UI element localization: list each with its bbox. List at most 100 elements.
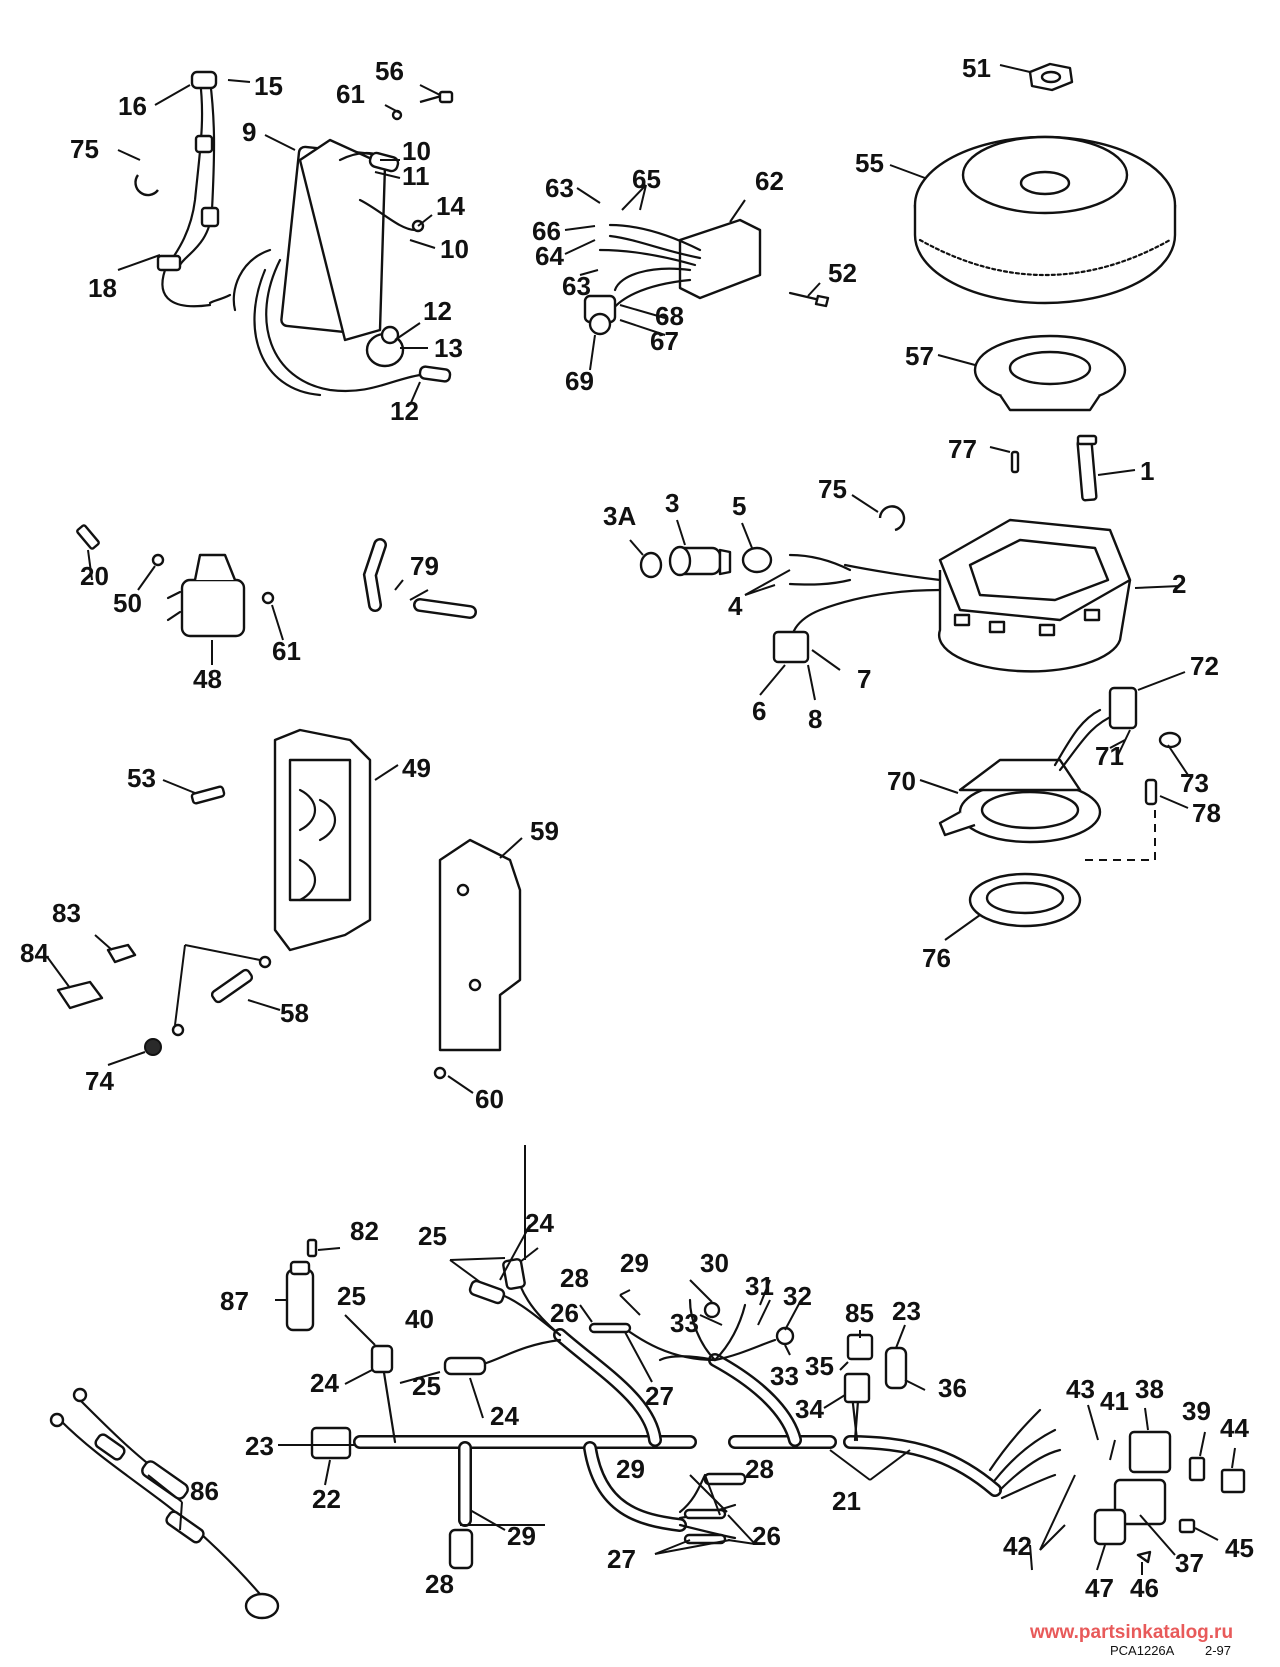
label-26-top: 26	[550, 1298, 579, 1328]
label-23-right: 23	[892, 1296, 921, 1326]
label-76: 76	[922, 943, 951, 973]
label-28-top: 28	[560, 1263, 589, 1293]
main-harness	[353, 1328, 1002, 1532]
label-42: 42	[1003, 1531, 1032, 1561]
screw-60	[433, 1066, 447, 1080]
nut-74	[144, 1038, 162, 1056]
label-21: 21	[832, 1486, 861, 1516]
stator-leads	[772, 553, 942, 664]
harness-connectors	[310, 1258, 1246, 1570]
label-84: 84	[20, 938, 49, 968]
washer-61-mid	[261, 591, 275, 605]
label-29-low: 29	[507, 1521, 536, 1551]
label-30: 30	[700, 1248, 729, 1278]
harness-branches	[380, 1268, 1062, 1540]
washer-50	[151, 553, 165, 567]
label-87: 87	[220, 1286, 249, 1316]
diagram-footer: PCA1226A 2-97 www.partsinkatalog.ru	[1029, 1622, 1233, 1658]
label-34: 34	[795, 1394, 824, 1424]
leader-lines	[47, 64, 1236, 1575]
screw-53	[190, 785, 226, 805]
screw-1	[1076, 434, 1098, 502]
label-53: 53	[127, 763, 156, 793]
label-23-left: 23	[245, 1431, 274, 1461]
diagram-date: 2-97	[1205, 1643, 1231, 1658]
label-39: 39	[1182, 1396, 1211, 1426]
washer-small	[171, 955, 272, 1037]
label-57: 57	[905, 341, 934, 371]
label-10-top: 10	[402, 136, 431, 166]
dashed-alignment-line	[1080, 810, 1156, 861]
label-18: 18	[88, 273, 117, 303]
label-72: 72	[1190, 651, 1219, 681]
label-74: 74	[85, 1066, 114, 1096]
label-67: 67	[650, 326, 679, 356]
regulator-assembly	[583, 218, 830, 336]
label-25-top: 25	[418, 1221, 447, 1251]
ignition-coil	[166, 553, 246, 638]
label-31: 31	[745, 1271, 774, 1301]
label-28-bottom: 28	[425, 1569, 454, 1599]
label-71: 71	[1095, 741, 1124, 771]
label-2: 2	[1172, 569, 1186, 599]
part-labels: 15 16 75 9 10 11 14 10 18 12 13 12 56 61…	[20, 53, 1254, 1603]
label-20: 20	[80, 561, 109, 591]
label-33-right: 33	[770, 1361, 799, 1391]
label-69: 69	[565, 366, 594, 396]
label-73: 73	[1180, 768, 1209, 798]
label-65: 65	[632, 164, 661, 194]
sender-87	[285, 1260, 315, 1332]
label-40: 40	[405, 1304, 434, 1334]
watermark: www.partsinkatalog.ru	[1029, 1622, 1233, 1643]
label-48: 48	[193, 664, 222, 694]
terminal-block-3	[668, 545, 732, 577]
label-1: 1	[1140, 456, 1154, 486]
label-60: 60	[475, 1084, 504, 1114]
label-29-bottom: 29	[616, 1454, 645, 1484]
label-82: 82	[350, 1216, 379, 1246]
label-46: 46	[1130, 1573, 1159, 1603]
label-41: 41	[1100, 1386, 1129, 1416]
label-16: 16	[118, 91, 147, 121]
label-51: 51	[962, 53, 991, 83]
label-14: 14	[436, 191, 465, 221]
label-58: 58	[280, 998, 309, 1028]
label-10-mid: 10	[440, 234, 469, 264]
grommet-73	[1158, 731, 1182, 749]
label-47: 47	[1085, 1573, 1114, 1603]
label-56: 56	[375, 56, 404, 86]
label-50: 50	[113, 588, 142, 618]
pad-84	[56, 980, 104, 1010]
screw-82	[306, 1238, 318, 1258]
label-32: 32	[783, 1281, 812, 1311]
label-66: 66	[532, 216, 561, 246]
label-44: 44	[1220, 1413, 1249, 1443]
label-29-top: 29	[620, 1248, 649, 1278]
label-12-top: 12	[423, 296, 452, 326]
diagram-code: PCA1226A	[1110, 1643, 1175, 1658]
screw-20	[76, 524, 100, 550]
label-75-mid: 75	[818, 474, 847, 504]
label-38: 38	[1135, 1374, 1164, 1404]
label-37: 37	[1175, 1548, 1204, 1578]
screw-77	[1010, 450, 1020, 474]
label-64: 64	[535, 241, 564, 271]
label-28-mid: 28	[745, 1454, 774, 1484]
label-6: 6	[752, 696, 766, 726]
power-pack-assembly	[208, 138, 452, 397]
spark-plug-leads	[156, 70, 220, 308]
screw-78	[1144, 778, 1158, 806]
label-85: 85	[845, 1298, 874, 1328]
label-43: 43	[1066, 1374, 1095, 1404]
clip-75-top	[134, 174, 159, 197]
label-3a: 3A	[603, 501, 636, 531]
label-15: 15	[254, 71, 283, 101]
label-35: 35	[805, 1351, 834, 1381]
label-8: 8	[808, 704, 822, 734]
label-9: 9	[242, 117, 256, 147]
label-61-top: 61	[336, 79, 365, 109]
label-61-mid: 61	[272, 636, 301, 666]
mounting-bracket	[273, 728, 372, 952]
retainer-ring-76	[968, 872, 1082, 928]
